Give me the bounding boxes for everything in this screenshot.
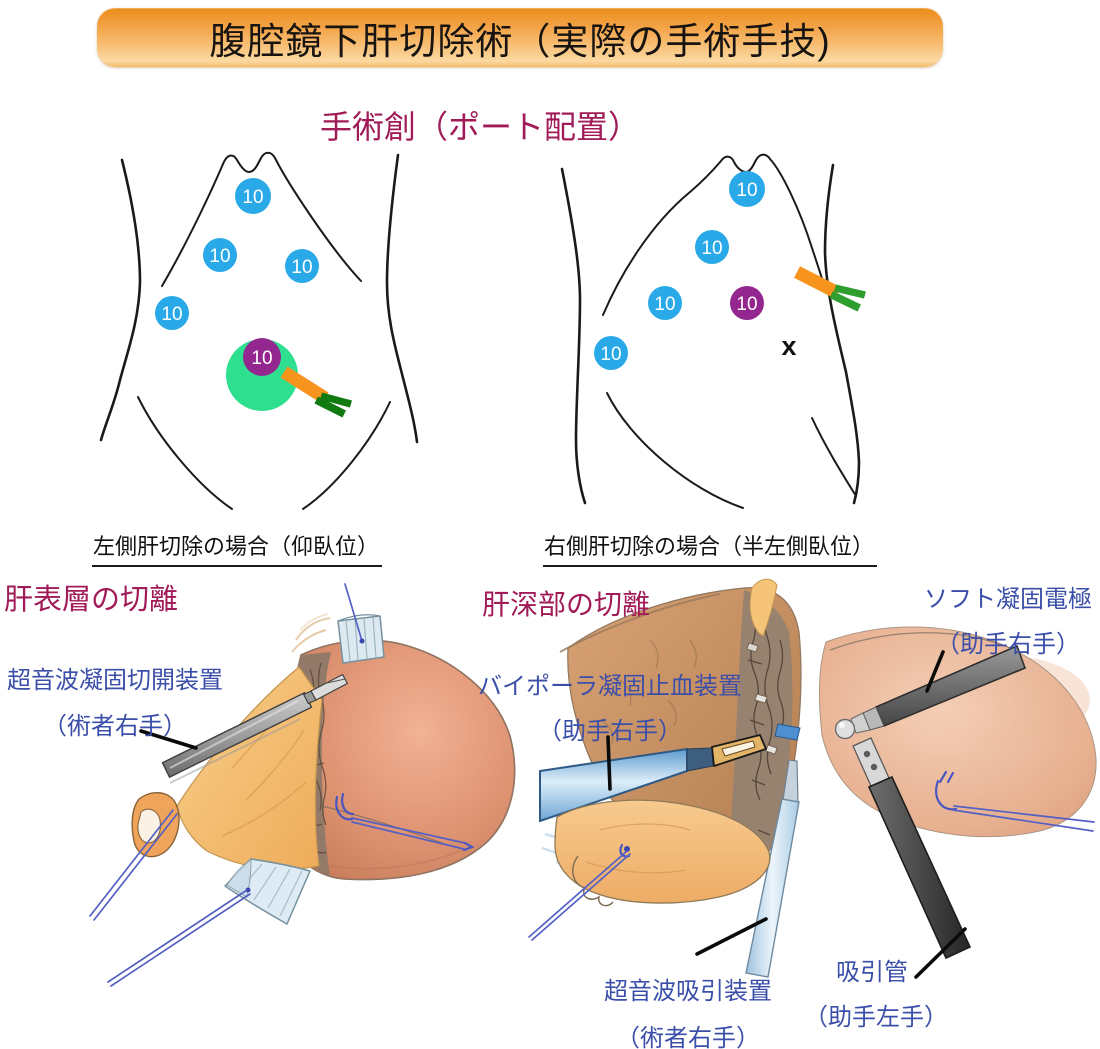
port-blue — [285, 249, 319, 283]
label-line: （術者右手） — [616, 1025, 760, 1049]
left-diagram-caption: 左側肝切除の場合（仰臥位） — [92, 529, 383, 567]
right-torso-outline — [560, 153, 861, 509]
port-purple — [243, 338, 281, 376]
left-torso-outline — [99, 151, 419, 510]
port-purple — [730, 286, 764, 320]
bottom-trocar — [107, 857, 311, 987]
omentum-flap — [528, 799, 771, 941]
port-label: 10 — [161, 304, 182, 325]
cusa-pointer — [695, 917, 768, 956]
soft-coagulation-electrode — [834, 644, 1027, 740]
right-suture — [935, 770, 1095, 832]
label-bipolar-device: バイポーラ凝固止血装置 （助手右手） — [468, 666, 752, 746]
label-cusa-device: 超音波吸引装置 （術者右手） — [590, 971, 786, 1049]
port-label: 10 — [209, 246, 230, 267]
retraction-cone — [89, 792, 180, 921]
deep-cut-surface — [727, 590, 801, 873]
port-blue — [695, 230, 729, 264]
label-line: バイポーラ凝固止血装置 — [478, 673, 742, 700]
label-line: （助手左手） — [804, 1004, 948, 1031]
grasper-icon — [280, 366, 352, 418]
port-label: 10 — [736, 180, 757, 201]
clipped-vessel — [774, 723, 801, 741]
x-mark: x — [781, 331, 796, 361]
liver-suture — [335, 792, 475, 852]
label-line: ソフト凝固電極 — [924, 586, 1092, 613]
cusa-device — [745, 759, 800, 978]
soft-coag-pointer — [925, 650, 945, 693]
port-blue — [729, 171, 765, 207]
tissue-wisps — [291, 613, 331, 653]
suction-pointer — [914, 927, 967, 979]
right-torso-ports: 10 10 10 10 10 x — [594, 171, 866, 370]
label-line: （助手右手） — [538, 718, 682, 745]
suction-tube — [852, 737, 972, 960]
left-torso-ports: 10 10 10 10 10 — [155, 178, 352, 418]
left-procedure-illustration — [89, 583, 516, 987]
port-blue — [594, 336, 628, 370]
label-line: （助手右手） — [936, 631, 1080, 658]
port-blue — [235, 178, 271, 214]
ultrasonic-device-pointer — [139, 729, 198, 750]
ports-subtitle: 手術創（ポート配置） — [319, 109, 640, 145]
label-line: （術者右手） — [43, 713, 187, 740]
port-label: 10 — [251, 348, 272, 369]
port-blue — [203, 238, 237, 272]
port-label: 10 — [600, 344, 621, 365]
port-label: 10 — [701, 238, 722, 259]
label-line: 吸引管 — [836, 959, 908, 986]
top-trocar — [337, 583, 385, 664]
label-ultrasonic-device: 超音波凝固切開装置 （術者右手） — [0, 660, 230, 741]
label-line: 超音波吸引装置 — [604, 978, 772, 1005]
ligament-stump — [749, 578, 778, 637]
title-banner: 腹腔鏡下肝切除術（実際の手術手技) — [97, 8, 943, 67]
label-line: 超音波凝固切開装置 — [7, 667, 223, 694]
left-procedure-heading: 肝表層の切離 — [4, 584, 179, 616]
port-label: 10 — [291, 257, 312, 278]
label-soft-coag-electrode: ソフト凝固電極 （助手右手） — [918, 579, 1098, 659]
bipolar-device — [539, 734, 767, 823]
ultrasonic-device — [161, 673, 349, 784]
right-procedure-illustration — [528, 578, 1097, 979]
port-label: 10 — [654, 294, 675, 315]
port-blue — [155, 296, 189, 330]
page-title: 腹腔鏡下肝切除術（実際の手術手技) — [209, 20, 831, 62]
grasper-icon — [794, 266, 866, 312]
right-diagram-caption: 右側肝切除の場合（半左側臥位） — [543, 529, 878, 567]
label-suction-tube: 吸引管 （助手左手） — [804, 952, 948, 1032]
port-blue — [648, 286, 682, 320]
port-label: 10 — [736, 294, 757, 315]
bipolar-pointer — [606, 735, 612, 791]
right-procedure-heading: 肝深部の切離 — [482, 589, 651, 620]
port-label: 10 — [242, 187, 263, 208]
